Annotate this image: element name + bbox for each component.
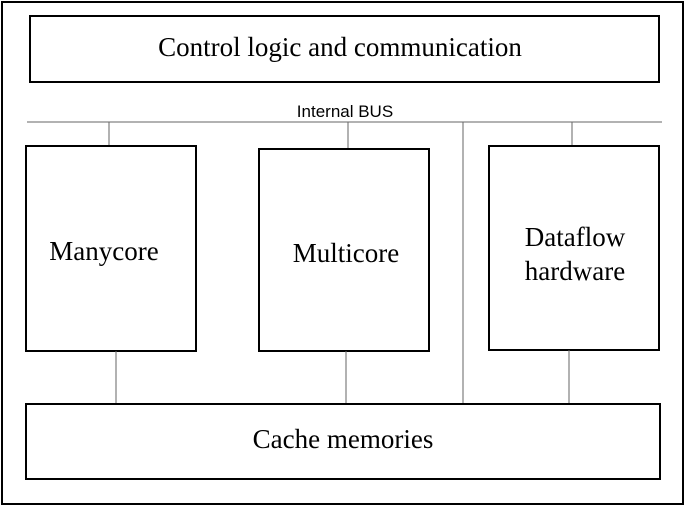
control-logic-label: Control logic and communication bbox=[158, 32, 522, 62]
cache-memories-label: Cache memories bbox=[253, 424, 434, 454]
manycore-box bbox=[25, 145, 197, 352]
dataflow-hardware-box bbox=[488, 145, 660, 351]
internal-bus-label: Internal BUS bbox=[297, 102, 393, 121]
multicore-box bbox=[258, 148, 430, 352]
multicore-label: Multicore bbox=[293, 238, 399, 268]
control-logic-box bbox=[29, 15, 660, 83]
dataflow-label-line1: Dataflow bbox=[525, 222, 626, 252]
cache-memories-box bbox=[25, 403, 661, 480]
manycore-label: Manycore bbox=[49, 236, 158, 266]
dataflow-label-line2: hardware bbox=[525, 256, 625, 286]
